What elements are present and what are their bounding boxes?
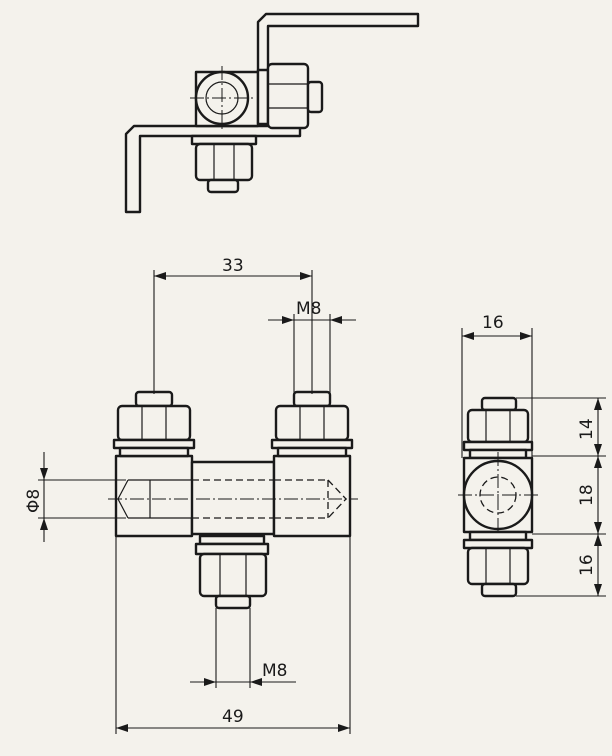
bolt-right xyxy=(306,80,324,114)
dim-side-14-label: 14 xyxy=(577,418,597,440)
side-top-nut xyxy=(466,408,530,444)
nut-right xyxy=(266,62,310,130)
dim-side-16-top-label: 16 xyxy=(482,313,504,333)
assembly-view xyxy=(124,12,420,214)
dim-side-18-label: 18 xyxy=(577,484,597,506)
left-top-bolt xyxy=(134,390,174,408)
bottom-bolt xyxy=(214,594,252,610)
side-view: 16 14 18 16 xyxy=(458,313,606,598)
dimension-diameter: Φ8 xyxy=(24,452,126,542)
right-clamp-block xyxy=(272,454,352,538)
dim-m8-top-label: M8 xyxy=(296,299,321,319)
dim-diameter-label: Φ8 xyxy=(24,489,44,513)
nut-bottom xyxy=(194,142,254,182)
dim-33-label: 33 xyxy=(222,256,244,276)
bolt-bottom xyxy=(206,178,240,194)
bottom-nut xyxy=(198,552,268,598)
dimension-side-chain: 14 18 16 xyxy=(516,397,606,597)
front-view: 33 M8 Φ8 M8 xyxy=(24,256,358,734)
dimension-side-16-top: 16 xyxy=(461,313,533,458)
side-top-bolt xyxy=(480,396,518,412)
right-top-bolt xyxy=(292,390,332,408)
dim-m8-bottom-label: M8 xyxy=(262,661,287,681)
side-bottom-nut xyxy=(466,546,530,586)
right-top-nut xyxy=(274,404,350,442)
dim-49-label: 49 xyxy=(222,707,244,727)
dimension-33: 33 xyxy=(153,256,313,394)
dim-side-16-label: 16 xyxy=(577,554,597,576)
central-sleeve xyxy=(190,460,276,536)
lower-bracket xyxy=(124,124,302,214)
left-top-nut xyxy=(116,404,192,442)
dimension-49: 49 xyxy=(115,536,351,734)
dimension-m8-top: M8 xyxy=(268,299,356,394)
dimension-m8-bottom: M8 xyxy=(190,608,296,688)
washer-right xyxy=(256,68,270,126)
side-bottom-bolt xyxy=(480,582,518,598)
